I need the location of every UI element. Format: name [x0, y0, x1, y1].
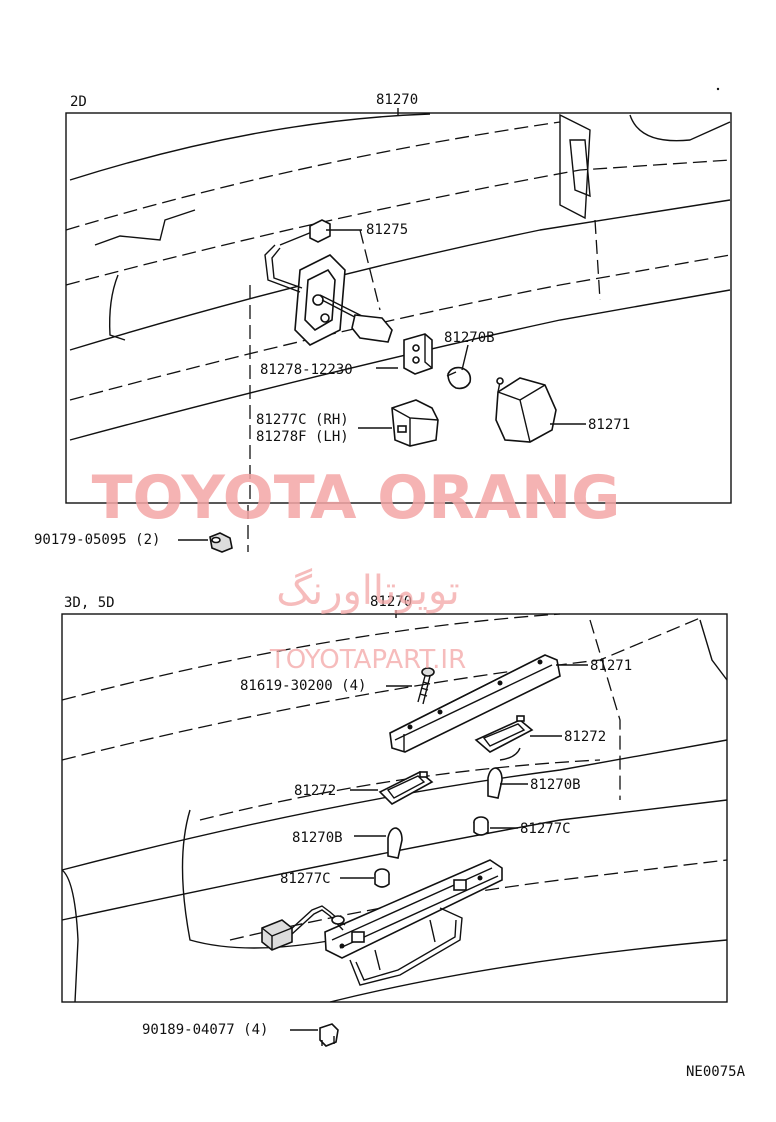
callout-81270b-left: 81270B [292, 830, 343, 846]
watermark-main: TOYOTA ORANG [92, 463, 621, 533]
dot-mark [716, 87, 720, 91]
gasket-left [378, 771, 434, 805]
bottom-section: 3D, 5D 81270 [61, 594, 728, 1047]
screw-top [209, 532, 233, 553]
callout-90189-04077: 90189-04077 (4) [142, 1022, 268, 1038]
watermark: TOYOTA ORANG تویوتااورنگ TOYOTAPART.IR [92, 463, 621, 675]
socket-bottom-left [374, 868, 390, 888]
socket-bottom-right [473, 816, 489, 836]
bottom-frame [61, 613, 728, 1003]
bulb-top [446, 366, 472, 390]
callout-81278f-lh: 81278F (LH) [256, 429, 349, 445]
callout-81270b-right: 81270B [530, 777, 581, 793]
gasket-right [474, 715, 534, 753]
bottom-assembly-number: 81270 [370, 594, 412, 610]
callout-81619-30200: 81619-30200 (4) [240, 678, 366, 694]
watermark-persian: تویوتااورنگ [276, 568, 460, 614]
cover-top [391, 399, 439, 447]
callout-81277c-left: 81277C [280, 871, 331, 887]
figure-code: NE0075A [686, 1064, 746, 1080]
connector-wire [261, 905, 346, 951]
callout-81271-bottom: 81271 [590, 658, 632, 674]
callout-81277c-rh: 81277C (RH) [256, 412, 349, 428]
clip-bottom [319, 1023, 339, 1047]
lens-bar-bottom [389, 654, 561, 753]
callout-81278-12230: 81278-12230 [260, 362, 353, 378]
watermark-url: TOYOTAPART.IR [269, 645, 466, 675]
callout-81272-left: 81272 [294, 783, 336, 799]
callout-81271-top: 81271 [588, 417, 630, 433]
callout-81277c-right: 81277C [520, 821, 571, 837]
top-section: 2D 81270 [34, 87, 732, 553]
top-leaders [178, 229, 586, 541]
top-assembly-number: 81270 [376, 92, 418, 108]
screw-bottom [417, 667, 435, 705]
bulb-bottom-left [387, 827, 403, 859]
lens-top [495, 377, 557, 443]
callout-90179-05095: 90179-05095 (2) [34, 532, 160, 548]
bracket-top [403, 333, 433, 375]
callout-81275: 81275 [366, 222, 408, 238]
lamp-housing-bottom [324, 859, 503, 986]
lamp-socket-assembly [264, 219, 393, 346]
bottom-section-label: 3D, 5D [64, 595, 115, 611]
callout-81272-right: 81272 [564, 729, 606, 745]
top-section-label: 2D [70, 94, 87, 110]
bulb-bottom-right [487, 767, 503, 799]
callout-81270b-top: 81270B [444, 330, 495, 346]
bottom-leaders [290, 664, 588, 1031]
